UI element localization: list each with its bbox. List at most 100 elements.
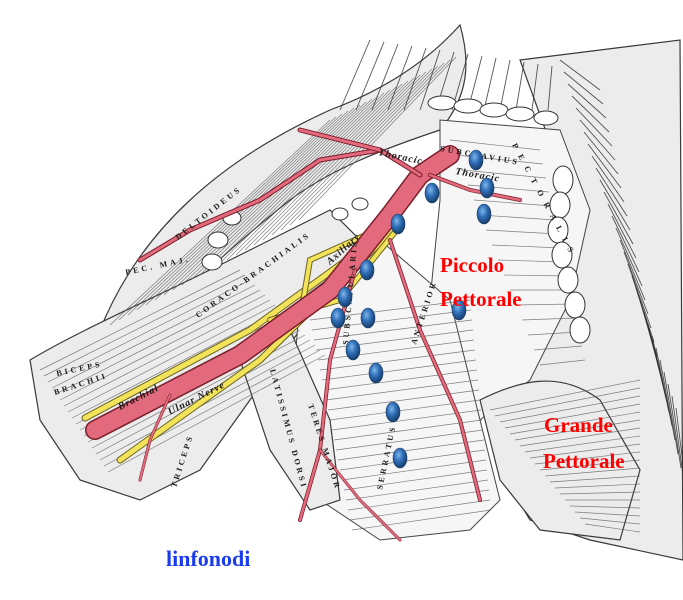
muscle-fiber (449, 139, 541, 151)
long-thoracic-artery (388, 238, 482, 502)
muscle-fiber (355, 41, 385, 111)
muscle-fiber (473, 199, 553, 207)
muscle-fiber (333, 419, 483, 441)
lymph-node-marker (345, 339, 361, 361)
arteries (85, 127, 522, 542)
muscle-fiber (313, 319, 473, 341)
muscle-fiber (43, 274, 246, 377)
muscle-fiber (531, 63, 539, 111)
muscle-fiber (575, 107, 613, 147)
muscle-fiber (329, 399, 481, 421)
muscle-fiber (567, 83, 607, 119)
fat-lobules (201, 95, 591, 344)
muscle-fiber (515, 61, 525, 111)
muscle-fiber (109, 119, 331, 326)
lymph-node-marker (359, 259, 375, 281)
muscle-fiber (136, 110, 349, 311)
muscle-fiber (611, 215, 640, 273)
muscle-fiber (533, 345, 583, 351)
muscle-fiber (319, 349, 476, 371)
muscle-fiber (479, 214, 556, 221)
muscle-fiber (671, 395, 683, 479)
muscle-fiber (208, 86, 397, 271)
muscle-fiber (244, 74, 421, 251)
muscle-fiber (59, 294, 266, 401)
label-piccolo: Piccolo (440, 253, 504, 277)
muscle-fiber (504, 403, 641, 429)
brachial-artery (86, 146, 459, 439)
label-grande: Grande (544, 413, 613, 437)
label-grande-pettorale: Pettorale (543, 449, 625, 473)
muscle-fiber (99, 344, 316, 461)
muscle-fiber (574, 511, 641, 517)
muscle-fiber (521, 317, 577, 321)
muscle-fiber (325, 379, 479, 401)
muscle-fiber (659, 359, 676, 441)
muscle-fiber (559, 491, 641, 495)
lymph-node-marker (451, 299, 467, 321)
lymph-node-marker (330, 307, 346, 329)
muscle-fiber (371, 43, 399, 111)
muscle-fiber (619, 239, 646, 301)
muscle-fiber (341, 459, 487, 481)
muscle-fiber (339, 39, 371, 111)
muscle-fiber (349, 499, 491, 521)
muscle-fiber (499, 59, 511, 111)
muscle-fiber (107, 354, 326, 473)
muscle-fiber (335, 429, 484, 451)
muscle-fibers (39, 39, 683, 533)
muscle-fiber (667, 383, 682, 469)
muscle-fiber (494, 387, 641, 417)
lymph-node-marker (424, 182, 440, 204)
muscle-fiber (591, 155, 625, 203)
muscle-fiber (579, 517, 641, 525)
muscle-fiber (217, 83, 403, 266)
muscle-fiber (387, 45, 413, 111)
muscle-fiber (655, 347, 673, 427)
muscle-fiber (675, 407, 683, 468)
muscle-fiber (403, 47, 427, 111)
muscle-fiber (351, 509, 492, 531)
lymph-node-marker (479, 177, 495, 199)
muscle-fiber (51, 284, 256, 389)
muscle-fiber (563, 71, 604, 105)
muscle-fiber (226, 80, 409, 261)
muscle-fiber (489, 379, 641, 411)
muscle-fiber (529, 443, 641, 459)
muscle-fiber (419, 49, 441, 111)
muscle-fiber (663, 371, 679, 455)
lymph-node-marker (390, 213, 406, 235)
muscle-fiber (514, 419, 641, 441)
muscle-fiber (499, 395, 641, 423)
muscle-fiber (587, 143, 622, 189)
muscle-fiber (615, 227, 643, 287)
muscle-fiber (461, 169, 547, 179)
lymph-nodes (330, 149, 495, 469)
label-linfonodi: linfonodi (166, 546, 250, 571)
muscle-fiber (549, 475, 641, 483)
lymph-node-marker (385, 401, 401, 423)
muscle-fiber (343, 469, 488, 491)
muscle-fiber (199, 89, 391, 276)
muscle-fiber (485, 229, 559, 235)
label-piccolo-pettorale: Pettorale (440, 287, 522, 311)
muscle-fiber (579, 119, 616, 161)
muscle-fiber (559, 59, 601, 91)
muscle-fiber (519, 427, 641, 447)
muscle-fiber (534, 451, 641, 465)
muscle-fiber (603, 191, 634, 245)
muscle-fiber (190, 92, 385, 281)
muscle-fiber (339, 449, 486, 471)
muscle-fiber (539, 359, 586, 366)
muscle-fiber (63, 299, 271, 407)
muscle-fiber (483, 57, 497, 111)
muscle-fiber (47, 279, 251, 383)
muscle-fiber (55, 289, 261, 395)
muscle-fiber (323, 369, 478, 391)
muscle-fiber (583, 131, 619, 175)
muscle-fiber (315, 329, 474, 351)
muscle-fiber (503, 274, 568, 277)
muscle-fiber (181, 95, 379, 286)
muscle-fiber (345, 479, 489, 501)
